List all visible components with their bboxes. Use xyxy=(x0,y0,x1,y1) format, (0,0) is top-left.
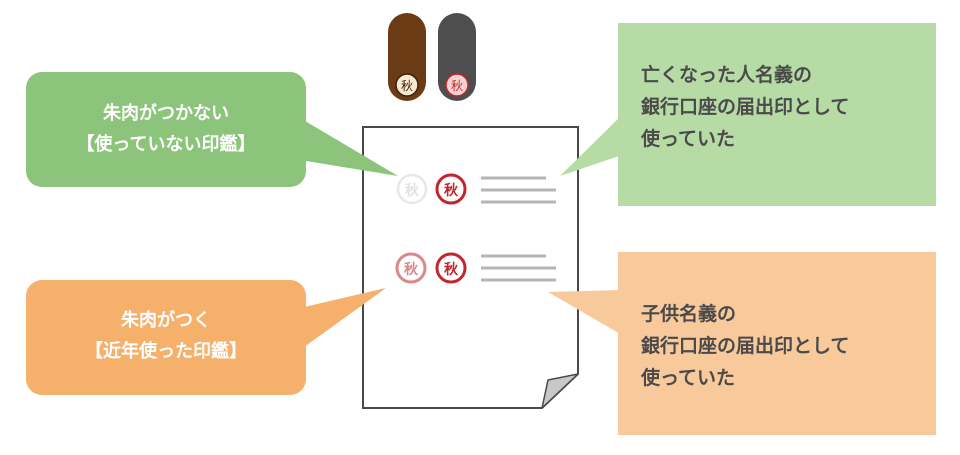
seal-faded: 秋 xyxy=(395,252,427,284)
seal-red-1: 秋 xyxy=(435,173,467,205)
callout-unused-line1: 朱肉がつかない xyxy=(103,102,229,124)
seal-empty: 秋 xyxy=(396,173,428,205)
seal-red-2: 秋 xyxy=(435,252,467,284)
callout-recent-line2: 【近年使った印鑑】 xyxy=(85,340,247,362)
document xyxy=(362,126,579,409)
seal-empty-char: 秋 xyxy=(405,182,420,199)
callout-unused-line2: 【使っていない印鑑】 xyxy=(76,133,255,155)
callout-child-account: 子供名義の 銀行口座の届出印として 使っていた xyxy=(548,252,936,435)
callout-deceased-account: 亡くなった人名義の 銀行口座の届出印として 使っていた xyxy=(560,23,936,206)
callout-unused-seal: 朱肉がつかない 【使っていない印鑑】 xyxy=(26,72,398,187)
stamp-dark-char: 秋 xyxy=(451,79,463,93)
callout-deceased-line3: 使っていた xyxy=(640,128,735,150)
text-lines-1 xyxy=(481,176,556,204)
seal-faded-char: 秋 xyxy=(404,261,419,278)
text-lines-2 xyxy=(481,254,556,282)
callout-deceased-line1: 亡くなった人名義の xyxy=(641,63,812,86)
stamp-brown-char: 秋 xyxy=(401,79,413,93)
seal-red-1-char: 秋 xyxy=(444,182,459,199)
seal-red-2-char: 秋 xyxy=(444,261,459,278)
callout-child-line2: 銀行口座の届出印として xyxy=(641,334,849,357)
stamp-brown: 秋 xyxy=(388,13,426,101)
callout-child-line1: 子供名義の xyxy=(641,302,736,325)
stamp-dark: 秋 xyxy=(438,13,476,101)
callout-child-line3: 使っていた xyxy=(640,367,735,389)
document-folded-corner xyxy=(541,373,579,409)
callout-deceased-line2: 銀行口座の届出印として xyxy=(641,95,849,118)
callout-recent-seal: 朱肉がつく 【近年使った印鑑】 xyxy=(26,280,386,395)
callout-recent-line1: 朱肉がつく xyxy=(121,309,211,331)
